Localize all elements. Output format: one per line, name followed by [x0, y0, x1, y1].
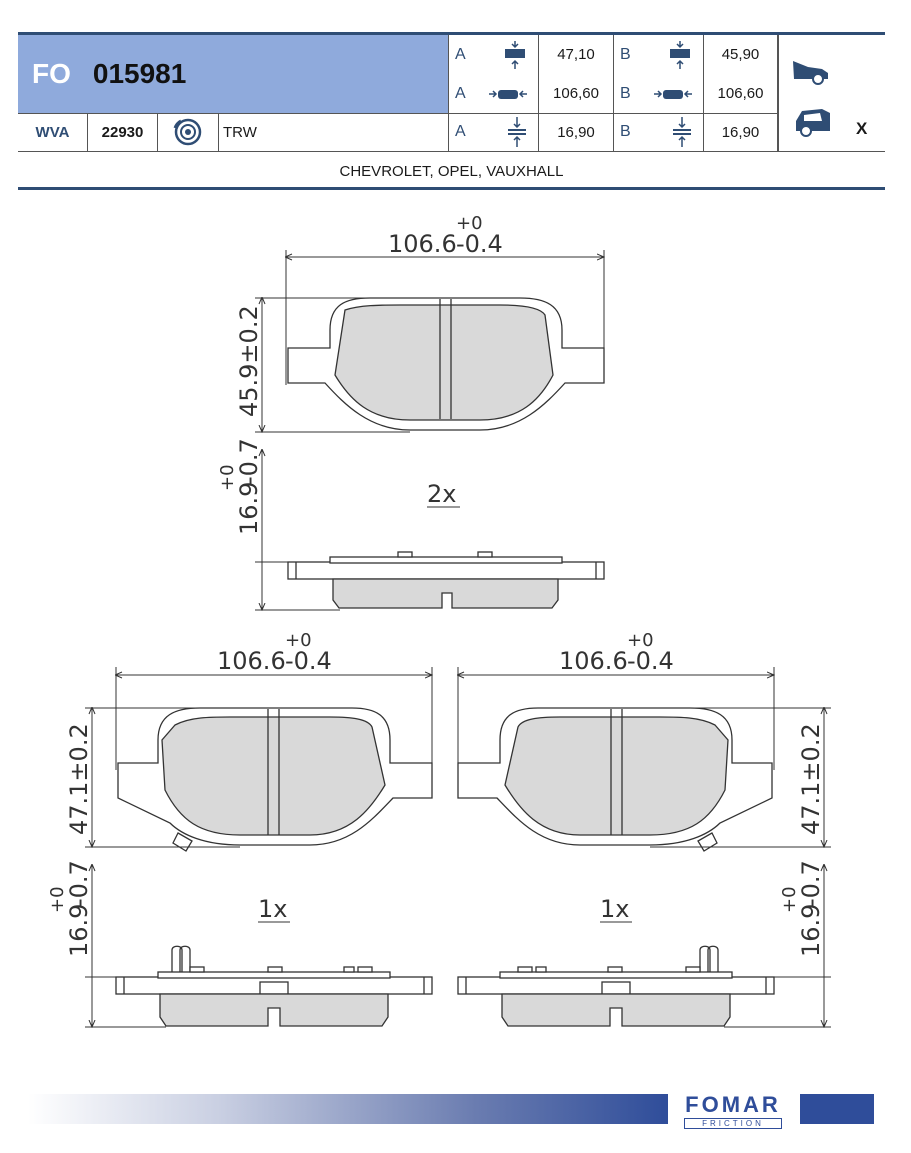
b-dimension-cell: B	[614, 113, 704, 151]
divider	[18, 113, 778, 114]
thickness-icon	[506, 116, 528, 148]
lower-left-width-tol-hi: +0	[285, 630, 312, 651]
upper-quantity: 2x	[427, 480, 456, 508]
width-icon	[488, 87, 528, 101]
upper-height-value: 45.9±0.2	[235, 305, 263, 417]
lower-right-width-tol-hi: +0	[627, 630, 654, 651]
b-dimension-label: B	[620, 123, 631, 140]
vehicle-makes: CHEVROLET, OPEL, VAUXHALL	[339, 163, 564, 180]
lower-right-pad-front	[457, 707, 773, 852]
car-front-icon	[792, 105, 834, 142]
b-dimension-value: 106,60	[704, 74, 778, 113]
product-number: 015981	[92, 58, 187, 89]
product-prefix: FO	[32, 58, 71, 89]
a-dimension-cell: A	[449, 74, 539, 113]
footer-brand-box	[800, 1094, 874, 1124]
lower-left-pad-side	[115, 945, 433, 1027]
b-dimension-label: B	[620, 84, 631, 102]
b-dimension-value: 16,90	[704, 113, 778, 151]
upper-pad-front	[287, 297, 605, 431]
upper-thickness-tol-hi: +0	[217, 464, 238, 491]
lower-left-height-value: 47.1±0.2	[65, 723, 93, 835]
divider	[778, 35, 779, 151]
lower-left-pad-front	[117, 707, 433, 852]
thickness-icon	[671, 116, 693, 148]
brand-name: FOMAR	[685, 1092, 781, 1117]
b-dimension-cell: B	[614, 74, 704, 113]
a-dimension-cell: A	[449, 113, 539, 151]
lower-left-thickness-tol-hi: +0	[47, 886, 68, 913]
height-icon	[502, 40, 528, 70]
brand-reference: TRW	[219, 113, 449, 151]
a-dimension-value: 47,10	[539, 35, 614, 74]
a-dimension-value: 16,90	[539, 113, 614, 151]
technical-drawing: 106.6 -0.4 +0 45.9±0.2 16.9 -0.7 +0 2x 1…	[47, 213, 831, 1045]
lower-right-height-value: 47.1±0.2	[797, 723, 825, 835]
a-dimension-label: A	[455, 84, 466, 102]
product-title: FO 015981	[18, 35, 449, 113]
brand-logo: FOMAR FRICTION	[676, 1092, 790, 1129]
a-dimension-value: 106,60	[539, 74, 614, 113]
lower-left-thickness-value: 16.9	[65, 904, 93, 957]
wva-number: 22930	[88, 113, 158, 151]
divider	[18, 151, 885, 152]
brand-subtitle: FRICTION	[684, 1118, 782, 1129]
footer-gradient-bar	[28, 1094, 668, 1124]
a-dimension-label: A	[455, 123, 466, 140]
b-dimension-label: B	[620, 45, 631, 63]
brake-disc-icon	[158, 113, 219, 151]
lower-left-thickness-tol-lo: -0.7	[65, 860, 93, 907]
upper-pad-side	[287, 551, 605, 609]
lower-right-thickness-value: 16.9	[797, 904, 825, 957]
b-dimension-value: 45,90	[704, 35, 778, 74]
position-mark: X	[856, 119, 868, 138]
lower-left-width-tol-lo: -0.4	[285, 647, 332, 675]
wva-label: WVA	[18, 113, 88, 151]
a-dimension-cell: A	[449, 35, 539, 74]
upper-width-tol-lo: -0.4	[456, 230, 503, 258]
lower-right-width-tol-lo: -0.4	[627, 647, 674, 675]
lower-right-thickness-tol-lo: -0.7	[797, 860, 825, 907]
lower-right-width-value: 106.6	[559, 647, 628, 675]
lower-right-pad-side	[457, 945, 775, 1027]
upper-width-tol-hi: +0	[456, 213, 483, 234]
lower-left-width-value: 106.6	[217, 647, 286, 675]
lower-right-thickness-tol-hi: +0	[779, 886, 800, 913]
car-rear-icon	[790, 55, 832, 90]
upper-width-value: 106.6	[388, 230, 457, 258]
lower-left-quantity: 1x	[258, 895, 287, 923]
a-dimension-label: A	[455, 45, 466, 63]
upper-thickness-value: 16.9	[235, 482, 263, 535]
lower-right-quantity: 1x	[600, 895, 629, 923]
b-dimension-cell: B	[614, 35, 704, 74]
height-icon	[667, 40, 693, 70]
upper-thickness-tol-lo: -0.7	[235, 438, 263, 485]
width-icon	[653, 87, 693, 101]
